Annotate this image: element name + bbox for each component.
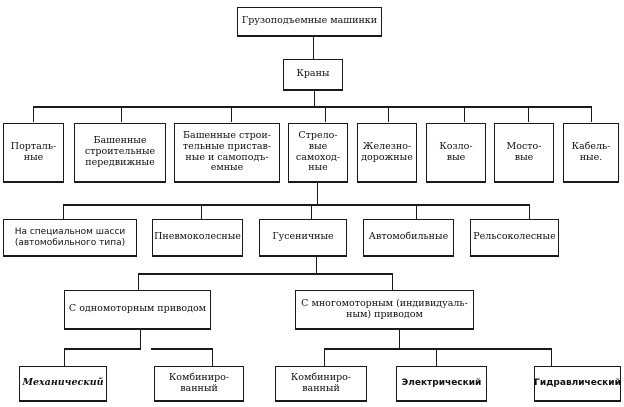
cranes-label: Краны [296,68,330,80]
chassis-node: Автомобильные [363,219,454,257]
connector [325,106,327,122]
chassis-node: Пневмоколесные [152,219,243,257]
chassis-node: На специальном шасси (автомобильного тип… [3,219,137,257]
connector-bus [33,106,592,108]
connector [392,273,394,290]
crane-type-label: Железно- дорожные [361,140,413,163]
crane-type-label: Порталь- ные [10,140,57,163]
connector [591,106,593,122]
connector [313,37,315,60]
crane-type-node: Башенные строительные передвижные [74,123,166,183]
chassis-label: Автомобильные [368,231,449,243]
connector [528,106,530,122]
drive-subtype-label: Электрический [401,378,482,389]
connector [231,106,233,122]
connector [314,91,316,107]
crane-type-node: Башенные строи- тельные пристав- ные и с… [174,123,280,183]
chassis-node: Рельсоколесные [470,219,559,257]
connector [529,204,531,220]
chassis-node: Гусеничные [259,219,347,257]
connector [316,257,318,273]
connector [388,106,390,122]
drive-subtype-node: Комбиниро- ванный [154,366,244,402]
root-node: Грузоподъемные машинки [237,7,382,37]
drive-node: С одномоторным приводом [64,290,211,330]
cranes-node: Краны [283,59,343,91]
connector-bus [151,348,213,350]
connector [212,348,214,366]
connector [311,204,313,220]
connector-bus [324,348,552,350]
connector [551,348,553,366]
crane-type-label: Мосто- вые [506,140,542,163]
connector [64,348,66,366]
crane-type-label: Кабель- ные. [571,140,611,163]
connector [63,204,65,220]
crane-type-label: Стрело- вые самоход- ные [295,129,341,174]
drive-label: С одномоторным приводом [68,303,207,315]
crane-type-node: Порталь- ные [3,123,64,183]
root-label: Грузоподъемные машинки [241,15,378,27]
drive-subtype-label: Механический [22,377,104,389]
drive-subtype-node: Электрический [396,366,487,402]
connector [140,330,142,348]
connector [436,348,438,366]
connector [324,348,326,366]
drive-label: С многомоторным (индивидуаль- ным) приво… [301,297,468,320]
drive-subtype-node: Гидравлический [534,366,621,402]
connector-bus [63,204,530,206]
crane-type-label: Башенные строительные передвижные [84,135,156,168]
connector [201,204,203,220]
connector [317,183,319,205]
connector-bus [138,273,293,275]
crane-type-node: Козло- вые [426,123,486,183]
crane-type-node: Железно- дорожные [357,123,417,183]
chassis-label: Гусеничные [272,231,334,243]
drive-subtype-label: Гидравлический [534,378,621,389]
crane-type-node: Мосто- вые [494,123,554,183]
chassis-label: Рельсоколесные [473,231,556,243]
drive-subtype-label: Комбиниро- ванный [168,371,230,394]
drive-subtype-node: Комбиниро- ванный [275,366,367,402]
crane-type-node: Кабель- ные. [563,123,619,183]
drive-subtype-label: Комбиниро- ванный [290,371,352,394]
chassis-label: Пневмоколесные [154,231,241,243]
connector [121,106,123,122]
drive-node: С многомоторным (индивидуаль- ным) приво… [295,290,474,330]
crane-type-label: Башенные строи- тельные пристав- ные и с… [182,129,272,174]
connector [138,273,140,290]
connector [399,330,401,348]
connector-bus [293,273,393,275]
chassis-label: На специальном шасси (автомобильного тип… [14,227,126,248]
crane-type-node: Стрело- вые самоход- ные [288,123,348,183]
drive-subtype-node: Механический [19,366,107,402]
crane-type-label: Козло- вые [439,140,473,163]
connector [416,204,418,220]
connector-bus [64,348,141,350]
connector [33,106,35,122]
connector [464,106,466,122]
